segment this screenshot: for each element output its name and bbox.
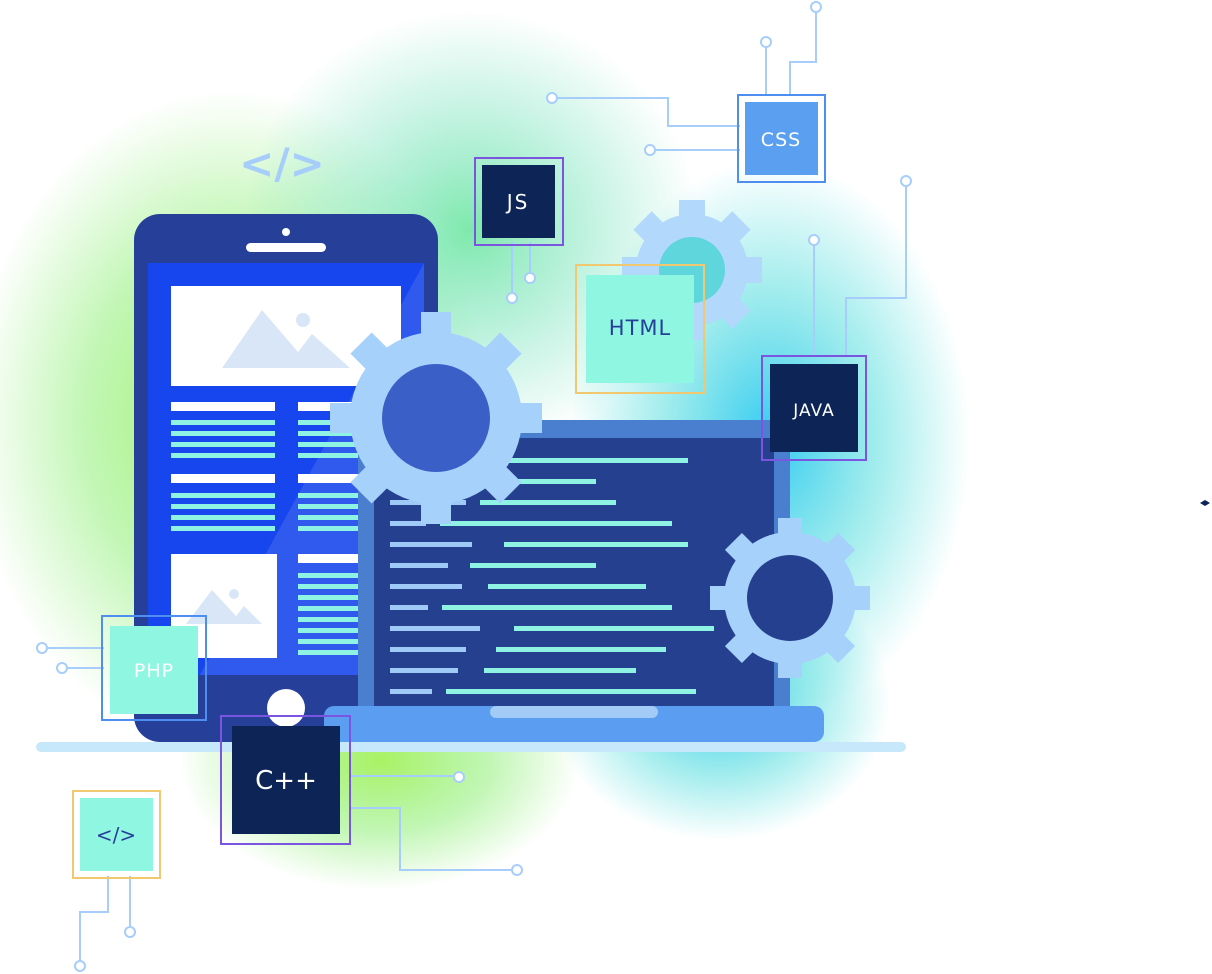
code-tag-badge: </> — [72, 790, 161, 879]
js-badge: JS — [474, 157, 564, 246]
css-label: CSS — [761, 129, 801, 151]
php-badge: PHP — [101, 615, 207, 721]
php-label: PHP — [134, 660, 174, 682]
css-badge: CSS — [737, 94, 826, 183]
decorative-diamond — [1200, 500, 1210, 506]
circuit-traces — [42, 7, 907, 966]
cpp-label: C++ — [255, 766, 317, 796]
code-tag-label: </> — [96, 823, 136, 847]
cpp-badge: C++ — [220, 715, 351, 845]
medium-gear-icon — [710, 518, 870, 678]
html-label: HTML — [609, 316, 671, 340]
html-badge: HTML — [575, 264, 705, 394]
circuit-nodes — [36, 1, 912, 972]
ground-line — [36, 742, 906, 752]
java-badge: JAVA — [761, 355, 867, 461]
js-label: JS — [505, 190, 530, 214]
java-label: JAVA — [792, 401, 834, 421]
large-gear-icon — [330, 312, 542, 524]
home-button — [267, 689, 305, 727]
laptop — [324, 420, 824, 742]
image-placeholder-icon — [171, 286, 401, 386]
code-tag-header: </> — [239, 139, 325, 188]
